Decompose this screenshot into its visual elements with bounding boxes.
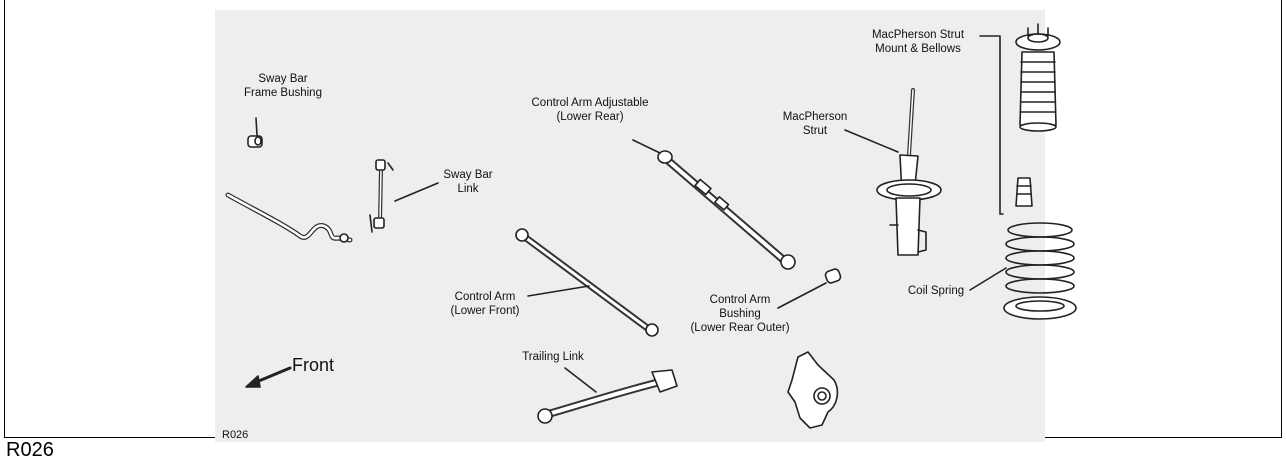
control-arm-bushing-label: Control Arm Bushing (Lower Rear Outer) [680,293,800,335]
sway-bar-link-label: Sway Bar Link [428,168,508,196]
sway-bar-frame-bushing-part [248,118,262,147]
strut-mount-bellows-part [980,24,1060,214]
control-arm-front-part [516,229,658,336]
figure-code: R026 [6,439,54,462]
control-arm-adjustable-part [633,140,795,269]
control-arm-front-label: Control Arm (Lower Front) [440,290,530,318]
trailing-link-label: Trailing Link [508,350,598,364]
front-direction-arrow [246,368,290,387]
strut-mount-bellows-label: MacPherson Strut Mount & Bellows [858,28,978,56]
coil-spring-part [970,223,1076,319]
coil-spring-label: Coil Spring [896,284,976,298]
trailing-link-part [538,368,677,423]
control-arm-adjustable-label: Control Arm Adjustable (Lower Rear) [510,96,670,124]
sway-bar-part [228,195,350,242]
front-label: Front [292,355,334,375]
diagram-code: R026 [222,428,248,442]
steering-knuckle-part [788,352,837,428]
macpherson-strut-label: MacPherson Strut [770,110,860,138]
sway-bar-frame-bushing-label: Sway Bar Frame Bushing [228,72,338,100]
